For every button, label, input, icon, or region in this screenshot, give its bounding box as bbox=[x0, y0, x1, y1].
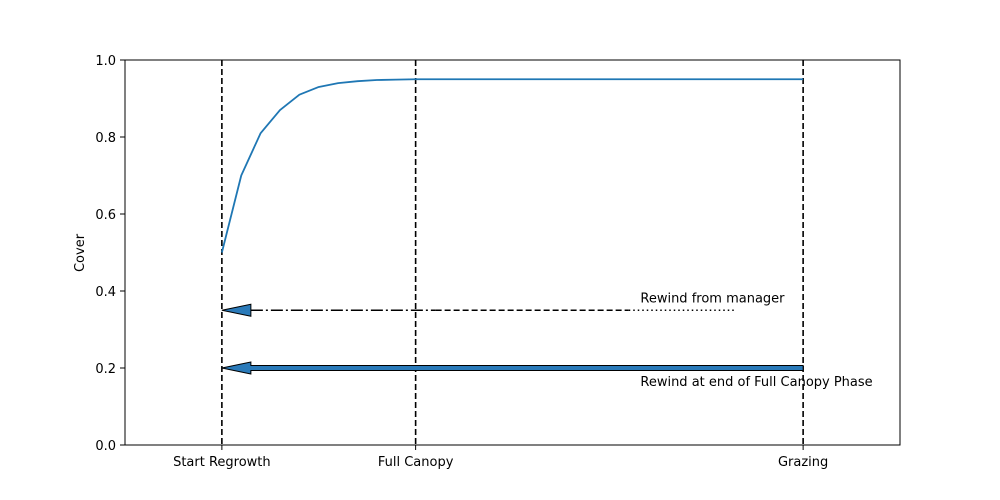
y-tick-label: 0.0 bbox=[95, 439, 116, 454]
y-tick-label: 0.8 bbox=[95, 131, 116, 146]
y-tick-label: 0.4 bbox=[95, 285, 116, 300]
y-tick-label: 0.6 bbox=[95, 208, 116, 223]
arrow-label-rewind-full-canopy: Rewind at end of Full Canopy Phase bbox=[640, 375, 872, 390]
x-tick-label: Grazing bbox=[778, 455, 828, 470]
y-tick-label: 1.0 bbox=[95, 54, 116, 69]
arrow-rewind-full-canopy bbox=[221, 361, 804, 375]
arrow-head-rewind-manager bbox=[221, 303, 252, 317]
y-tick-label: 0.2 bbox=[95, 362, 116, 377]
x-tick-label: Full Canopy bbox=[378, 455, 454, 470]
y-axis-label: Cover bbox=[73, 233, 88, 272]
cover-series-line bbox=[221, 78, 804, 253]
arrow-label-rewind-manager: Rewind from manager bbox=[640, 291, 785, 306]
plot-frame bbox=[124, 59, 901, 446]
x-tick-label: Start Regrowth bbox=[173, 455, 271, 470]
